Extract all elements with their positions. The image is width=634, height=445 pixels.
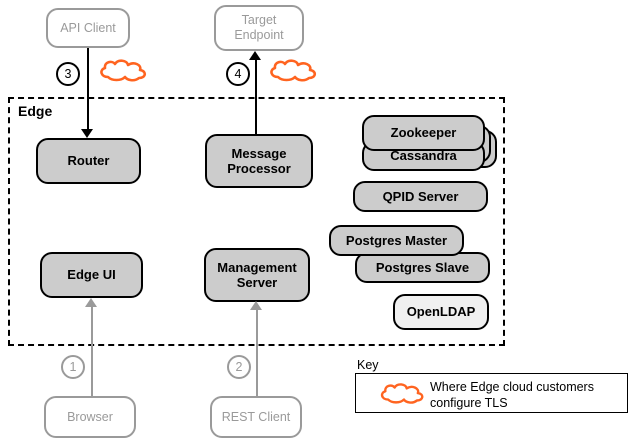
node-rest-client[interactable]: REST Client [210,396,302,438]
node-target-endpoint-line-1: Target [241,13,277,28]
key-cloud-icon [377,381,429,412]
step-badge-2-number: 2 [235,360,243,374]
node-message-processor-line-1: Message [231,145,287,161]
step-badge-4[interactable]: 4 [226,62,250,86]
node-api-client-line-1: API Client [60,20,116,35]
node-edge-ui-line-1: Edge UI [67,267,116,283]
node-cassandra-line-1: Cassandra [390,148,457,164]
key-entry-text: Where Edge cloud customers configure TLS [430,379,625,412]
key-box [355,373,628,413]
step-badge-1-number: 1 [69,360,77,374]
node-management-server-line-1: Management [217,259,297,275]
cloud-icon-step-3 [96,57,152,90]
arrow-step-1-head [85,298,97,307]
node-router-line-1: Router [67,153,110,169]
node-edge-ui[interactable]: Edge UI [40,252,143,298]
node-browser[interactable]: Browser [44,396,136,438]
node-target-endpoint-line-2: Endpoint [234,28,284,42]
node-message-processor[interactable]: Message Processor [205,134,313,188]
arrow-step-2-head [250,301,262,310]
node-rest-client-line-1: REST Client [221,409,291,424]
node-management-server-line-2: Server [236,275,278,290]
step-badge-1[interactable]: 1 [61,355,85,379]
arrow-step-4-head [249,51,261,60]
node-management-server[interactable]: Management Server [204,248,310,302]
cloud-icon-step-4 [266,57,322,90]
arrow-step-2-line [256,310,258,397]
arrow-step-1-line [91,307,93,397]
key-entry-line-1: Where Edge cloud customers [430,380,594,394]
node-qpid-server-line-1: QPID Server [382,188,459,204]
arrow-step-3-line [87,48,89,130]
node-zookeeper-line-1: Zookeeper [390,125,457,141]
node-message-processor-line-2: Processor [227,161,291,176]
node-postgres-slave[interactable]: Postgres Slave [355,252,490,283]
step-badge-3-number: 3 [64,67,72,81]
node-postgres-slave-line-1: Postgres Slave [375,259,470,275]
node-postgres-master[interactable]: Postgres Master [329,225,464,256]
node-zookeeper[interactable]: Zookeeper [362,115,485,151]
node-router[interactable]: Router [36,138,141,184]
node-openldap-line-1: OpenLDAP [406,304,476,320]
step-badge-3[interactable]: 3 [56,62,80,86]
edge-boundary-label: Edge [18,103,53,119]
node-browser-line-1: Browser [67,409,113,424]
step-badge-4-number: 4 [234,67,242,81]
step-badge-2[interactable]: 2 [227,355,251,379]
node-openldap[interactable]: OpenLDAP [393,294,489,330]
node-target-endpoint[interactable]: Target Endpoint [214,5,304,51]
arrow-step-3-head [81,129,93,138]
node-qpid-server[interactable]: QPID Server [353,181,488,212]
arrow-step-4-line [255,60,257,136]
node-api-client[interactable]: API Client [46,8,130,48]
key-title: Key [357,358,379,372]
node-postgres-master-line-1: Postgres Master [345,232,448,248]
key-entry-line-2: configure TLS [430,396,508,411]
